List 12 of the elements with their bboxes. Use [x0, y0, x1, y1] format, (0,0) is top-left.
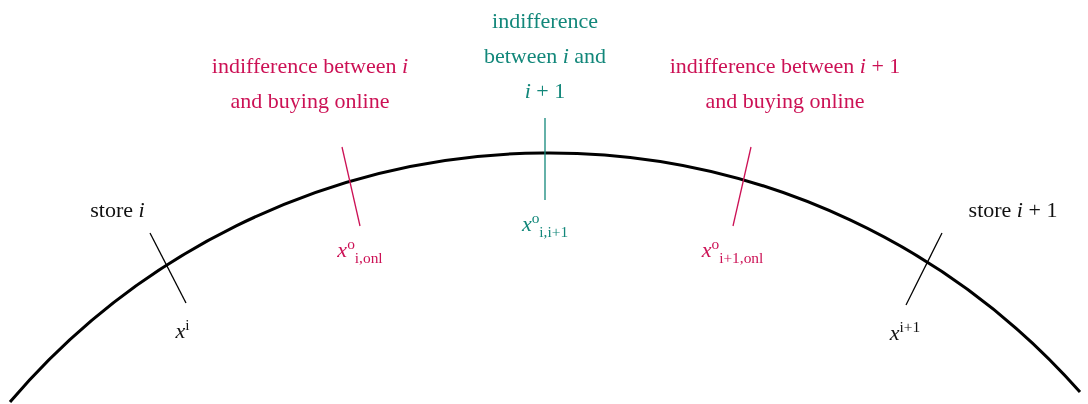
tick-line — [341, 146, 361, 227]
point-label: x$^{i+1}$ — [889, 316, 921, 347]
point-label: indifference between i and i + 1 — [482, 7, 608, 105]
tick-line — [905, 232, 943, 306]
point-label: indifference between i + 1 and buying online — [668, 52, 902, 115]
tick-line — [544, 117, 546, 201]
tick-line — [732, 146, 752, 227]
point-label: store i + 1 — [968, 196, 1058, 224]
point-label: indifference between i and buying online — [210, 52, 410, 115]
tick-line — [149, 232, 187, 304]
point-label: store i — [90, 196, 145, 224]
point-label: x$^{i}$ — [175, 314, 190, 345]
